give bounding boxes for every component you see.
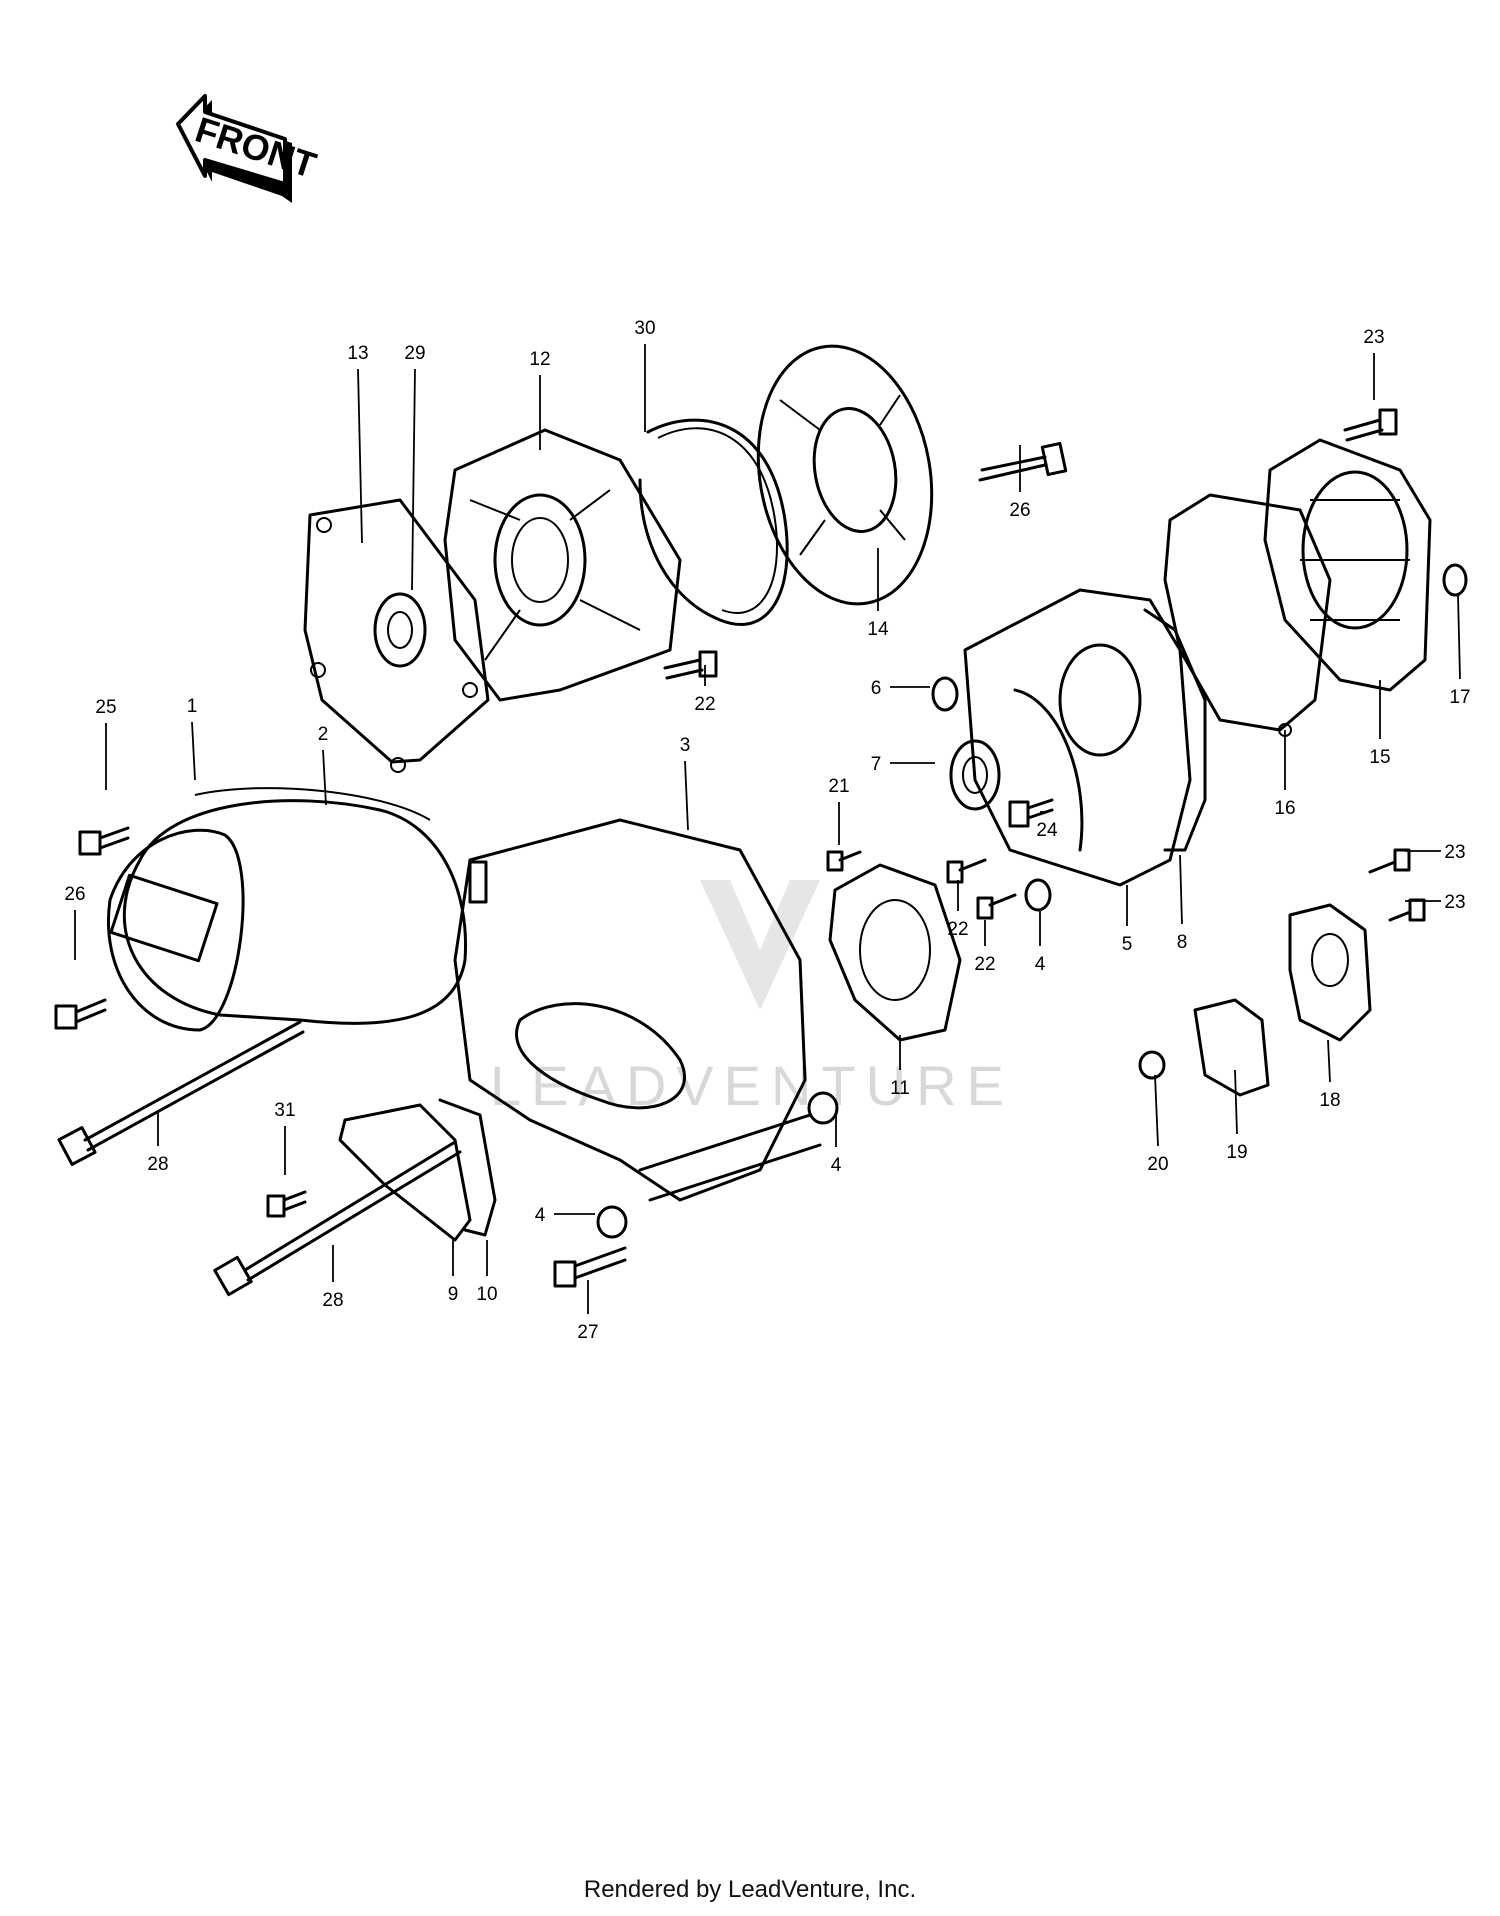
callout-c4b: 4 — [831, 1155, 842, 1176]
leader-line-c3 — [684, 760, 689, 831]
part-30-snap-ring — [638, 418, 789, 626]
callout-c20: 20 — [1147, 1154, 1168, 1175]
part-21-bolt — [826, 850, 862, 872]
callout-c12: 12 — [529, 349, 550, 370]
callout-c28b: 28 — [322, 1290, 343, 1311]
callout-c30: 30 — [634, 318, 655, 339]
part-3-inner-case — [453, 818, 822, 1202]
part-19-gasket — [1193, 998, 1270, 1097]
part-11-plate — [828, 863, 962, 1042]
callout-c29: 29 — [404, 343, 425, 364]
part-29-oil-seal — [373, 592, 427, 668]
callout-c15: 15 — [1369, 747, 1390, 768]
part-1-2-left-cover — [107, 787, 468, 1032]
callout-c7: 7 — [871, 754, 882, 775]
part-28-long-bolt-lower — [213, 1140, 462, 1297]
leader-line-c1 — [191, 721, 196, 781]
callout-c23a: 23 — [1363, 327, 1384, 348]
callout-c4a: 4 — [1035, 954, 1046, 975]
part-22-bolt-lower — [976, 893, 1017, 920]
part-23-bolt-right-upper — [1368, 848, 1411, 874]
part-23-bolt-right-lower — [1388, 898, 1426, 922]
part-26-left-bolt — [54, 998, 107, 1030]
callout-c31: 31 — [274, 1100, 295, 1121]
callout-c8: 8 — [1177, 932, 1188, 953]
watermark: LEADVENTURE — [490, 880, 1014, 1117]
callout-c5: 5 — [1122, 934, 1133, 955]
callout-c11: 11 — [890, 1078, 910, 1099]
part-25-bolt — [78, 826, 130, 856]
leader-line-c2 — [322, 749, 327, 806]
part-14-cover-plate — [756, 344, 934, 606]
callout-c9: 9 — [448, 1284, 459, 1305]
callout-c10: 10 — [476, 1284, 497, 1305]
callout-c14: 14 — [867, 619, 889, 640]
leader-line-c29 — [411, 368, 416, 591]
callout-c23b: 23 — [1444, 842, 1465, 863]
callout-c1: 1 — [187, 696, 198, 717]
part-20-nut — [1138, 1050, 1166, 1080]
part-4-spacer — [1024, 878, 1052, 912]
part-31-bolt — [266, 1190, 307, 1218]
callout-c25: 25 — [95, 697, 116, 718]
part-4-nut-right — [807, 1091, 839, 1125]
callout-c28a: 28 — [147, 1154, 168, 1175]
callout-c27: 27 — [577, 1322, 598, 1343]
part-28-long-bolt-upper — [57, 1020, 305, 1166]
part-9-plate — [338, 1103, 472, 1242]
footer-credit: Rendered by LeadVenture, Inc. — [583, 1876, 917, 1903]
part-7-oil-seal — [949, 739, 1001, 811]
callout-c22a: 22 — [694, 694, 715, 715]
leader-line-c13 — [357, 368, 363, 544]
callout-c22c: 22 — [974, 954, 995, 975]
front-direction-arrow: FRONT — [176, 94, 321, 203]
callout-c3: 3 — [680, 735, 691, 756]
callout-c2: 2 — [318, 724, 329, 745]
part-5-cover — [963, 588, 1192, 887]
callout-c23c: 23 — [1444, 892, 1465, 913]
part-24-bolt — [1008, 798, 1054, 828]
callout-c13: 13 — [347, 343, 368, 364]
callout-c18: 18 — [1319, 1090, 1340, 1111]
leader-line-c8 — [1179, 854, 1183, 925]
part-6-washer — [931, 676, 959, 712]
callout-c26b: 26 — [64, 884, 85, 905]
part-22-bolt — [663, 650, 718, 680]
callout-c21: 21 — [828, 776, 849, 797]
callout-c16: 16 — [1274, 798, 1295, 819]
leader-line-c17 — [1457, 594, 1461, 680]
part-27-bolt — [553, 1246, 627, 1288]
part-23-bolt — [1343, 408, 1398, 442]
callout-c6: 6 — [871, 678, 882, 699]
part-22-bolt-mid — [946, 858, 987, 884]
part-4-nut-bottom — [596, 1205, 628, 1239]
callout-c4c: 4 — [535, 1205, 546, 1226]
part-10-gasket — [438, 1098, 497, 1237]
part-15-side-cover — [1263, 438, 1432, 692]
part-26-bolt — [978, 441, 1068, 482]
callout-c24: 24 — [1036, 820, 1058, 841]
part-8-gasket — [1143, 608, 1207, 852]
leader-line-c19 — [1234, 1069, 1238, 1135]
callout-c17: 17 — [1449, 687, 1470, 708]
watermark-text: LEADVENTURE — [490, 1054, 1014, 1117]
callout-c26a: 26 — [1009, 500, 1030, 521]
callout-c22b: 22 — [947, 919, 968, 940]
part-17-seal — [1442, 563, 1468, 597]
callout-c19: 19 — [1226, 1142, 1247, 1163]
part-18-housing — [1288, 903, 1372, 1042]
part-12-outer-cover — [443, 428, 682, 702]
leader-line-c20 — [1154, 1074, 1159, 1147]
part-13-gasket — [303, 498, 490, 773]
leader-line-c18 — [1327, 1039, 1331, 1083]
